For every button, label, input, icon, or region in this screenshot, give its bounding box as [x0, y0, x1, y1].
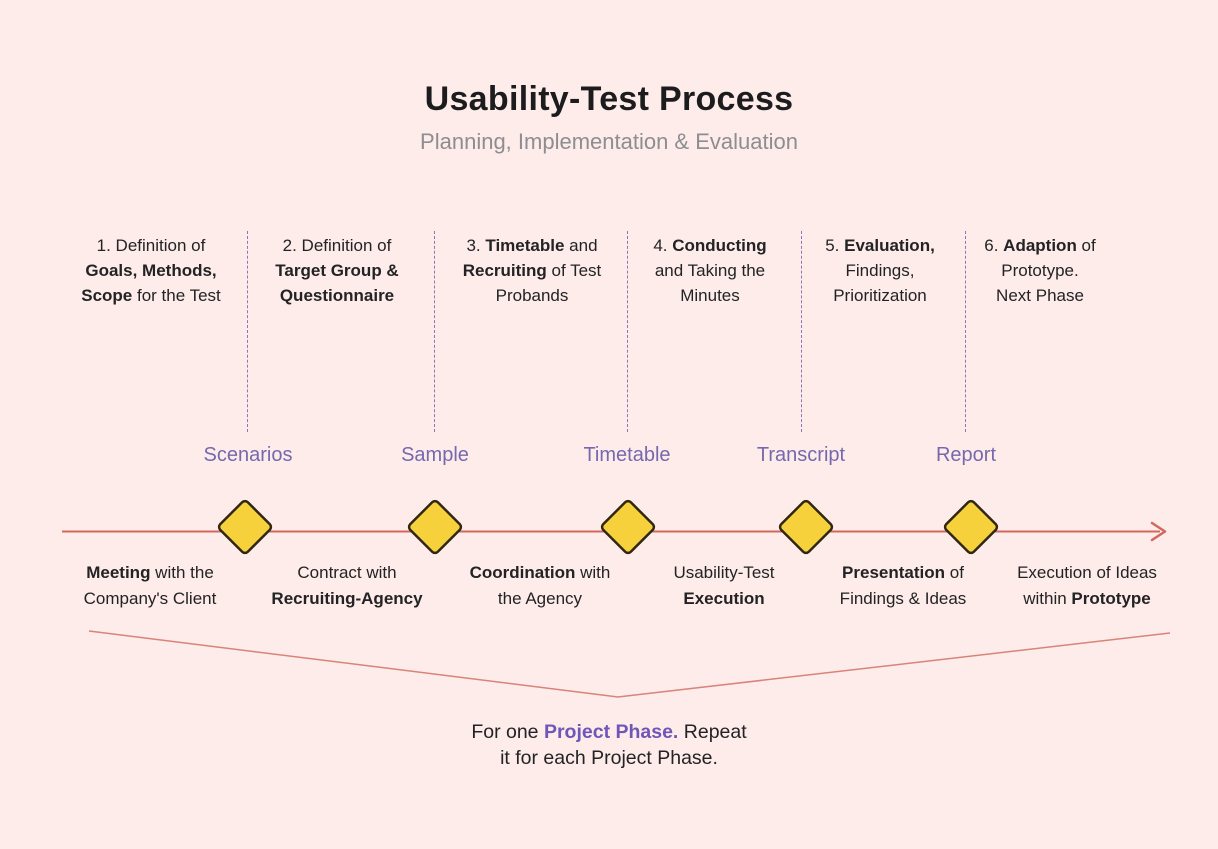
phase-5-description: 5. Evaluation,Findings,Prioritization — [825, 236, 935, 305]
page-title: Usability-Test Process — [424, 80, 794, 118]
project-phase-bracket — [88, 630, 1171, 698]
milestone-diamond-icon — [217, 499, 273, 555]
phase-separator-dashed-line — [434, 231, 435, 432]
milestone-diamond-icon — [778, 499, 834, 555]
milestone-label-sample: Sample — [401, 444, 469, 466]
phase-separator-dashed-line — [247, 231, 248, 432]
phase-separator-dashed-line — [627, 231, 628, 432]
milestone-label-report: Report — [935, 444, 997, 466]
milestone-label-timetable: Timetable — [583, 444, 671, 466]
milestone-diamond-icon — [943, 499, 999, 555]
milestone-label-scenarios: Scenarios — [203, 444, 293, 466]
phase-separator-dashed-line — [965, 231, 966, 432]
milestone-label-transcript: Transcript — [756, 444, 846, 466]
phase-separator-dashed-line — [801, 231, 802, 432]
arrow-right-icon — [1150, 521, 1167, 542]
milestone-diamond-icon — [407, 499, 463, 555]
milestone-diamond-icon — [600, 499, 656, 555]
page-subtitle: Planning, Implementation & Evaluation — [420, 129, 798, 154]
